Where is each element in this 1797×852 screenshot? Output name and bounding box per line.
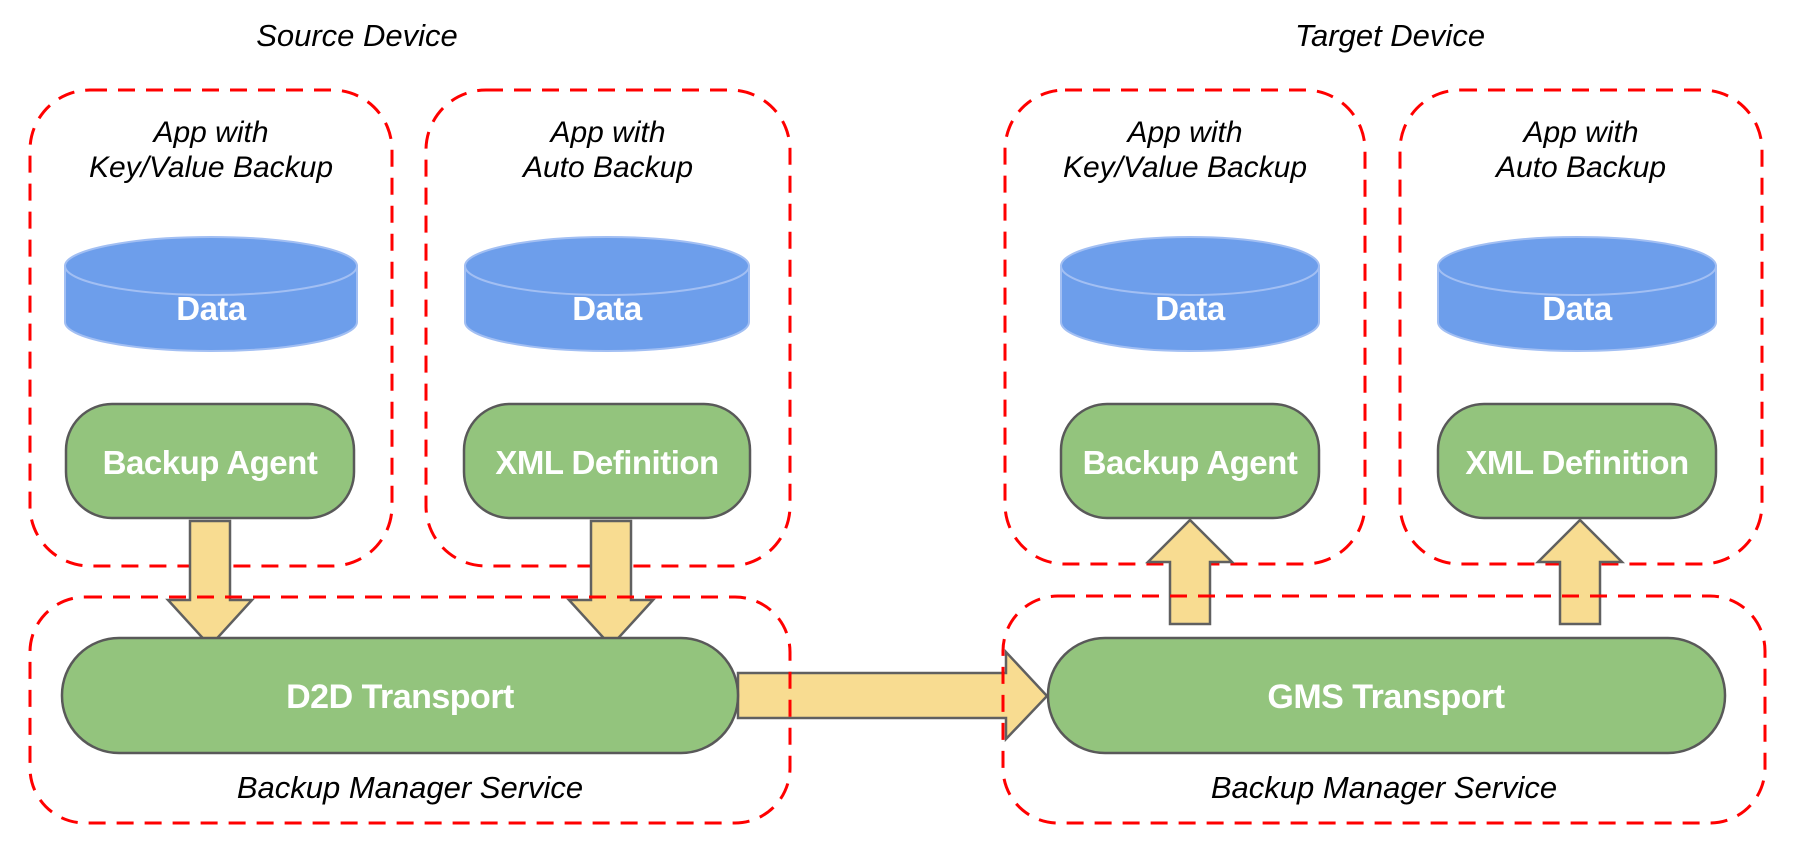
target-backup-agent-shape (1059, 402, 1321, 520)
target-xml-definition-label: XML Definition (1465, 444, 1688, 481)
target-backup-agent-node: Backup Agent (1059, 402, 1321, 520)
target-xml-definition-shape (1436, 402, 1718, 520)
cylinder-top (1437, 236, 1717, 296)
cylinder-top (464, 236, 750, 296)
source-device-title: Source Device (256, 18, 458, 53)
cylinder-top (64, 236, 358, 296)
target-keyvalue-data-cylinder: Data (1060, 236, 1320, 352)
source-backup-agent-node: Backup Agent (64, 402, 356, 520)
target-app-keyvalue-label-line1: App with (1125, 116, 1242, 149)
gms-transport-shape (1046, 636, 1727, 755)
source-xml-definition-node: XML Definition (462, 402, 752, 520)
source-auto-data-cylinder: Data (464, 236, 750, 352)
target-app-keyvalue-container: App with Key/Value Backup Data Backup Ag… (1003, 88, 1367, 566)
d2d-transport-node: D2D Transport (60, 636, 740, 755)
source-backup-manager-box (28, 595, 792, 825)
source-backup-agent-down-arrow (165, 519, 255, 648)
source-xml-definition-label: XML Definition (495, 444, 718, 481)
target-auto-data-cylinder: Data (1437, 236, 1717, 352)
d2d-transport-label: D2D Transport (286, 678, 514, 716)
gms-transport-label: GMS Transport (1267, 678, 1504, 716)
source-xml-definition-shape (462, 402, 752, 520)
target-backup-manager-box (1001, 594, 1767, 825)
source-app-keyvalue-label-line1: App with (151, 116, 268, 149)
target-auto-data-label: Data (1542, 290, 1613, 327)
source-keyvalue-data-label: Data (176, 290, 247, 327)
target-keyvalue-data-label: Data (1155, 290, 1226, 327)
source-app-keyvalue-label-line2: Key/Value Backup (89, 151, 333, 184)
source-backup-agent-shape (64, 402, 356, 520)
target-backup-manager-container: GMS Transport Backup Manager Service (1001, 594, 1767, 825)
gms-to-backup-agent-up-arrow (1144, 518, 1236, 626)
target-xml-definition-node: XML Definition (1436, 402, 1718, 520)
target-app-keyvalue-label-line2: Key/Value Backup (1063, 151, 1307, 184)
source-app-auto-label-line2: Auto Backup (521, 151, 693, 184)
source-app-auto-label-line1: App with (548, 116, 665, 149)
source-auto-data-label: Data (572, 290, 643, 327)
source-app-keyvalue-container: App with Key/Value Backup Data Backup Ag… (28, 88, 394, 568)
target-app-auto-label-line2: Auto Backup (1494, 151, 1666, 184)
source-keyvalue-data-cylinder: Data (64, 236, 358, 352)
source-backup-manager-container: D2D Transport Backup Manager Service (28, 595, 792, 825)
source-backup-agent-label: Backup Agent (103, 444, 318, 481)
source-backup-manager-label: Backup Manager Service (237, 770, 583, 805)
target-app-auto-label-line1: App with (1521, 116, 1638, 149)
d2d-transport-shape (60, 636, 740, 755)
source-xml-down-arrow (566, 519, 656, 648)
d2d-to-gms-right-arrow (736, 648, 1049, 743)
target-device-title: Target Device (1295, 18, 1485, 53)
cylinder-top (1060, 236, 1320, 296)
source-app-auto-container: App with Auto Backup Data XML Definition (424, 88, 792, 568)
target-backup-agent-label: Backup Agent (1083, 444, 1298, 481)
gms-transport-node: GMS Transport (1046, 636, 1727, 755)
target-app-auto-container: App with Auto Backup Data XML Definition (1398, 88, 1764, 566)
gms-to-xml-up-arrow (1534, 518, 1626, 626)
target-backup-manager-label: Backup Manager Service (1211, 770, 1557, 805)
